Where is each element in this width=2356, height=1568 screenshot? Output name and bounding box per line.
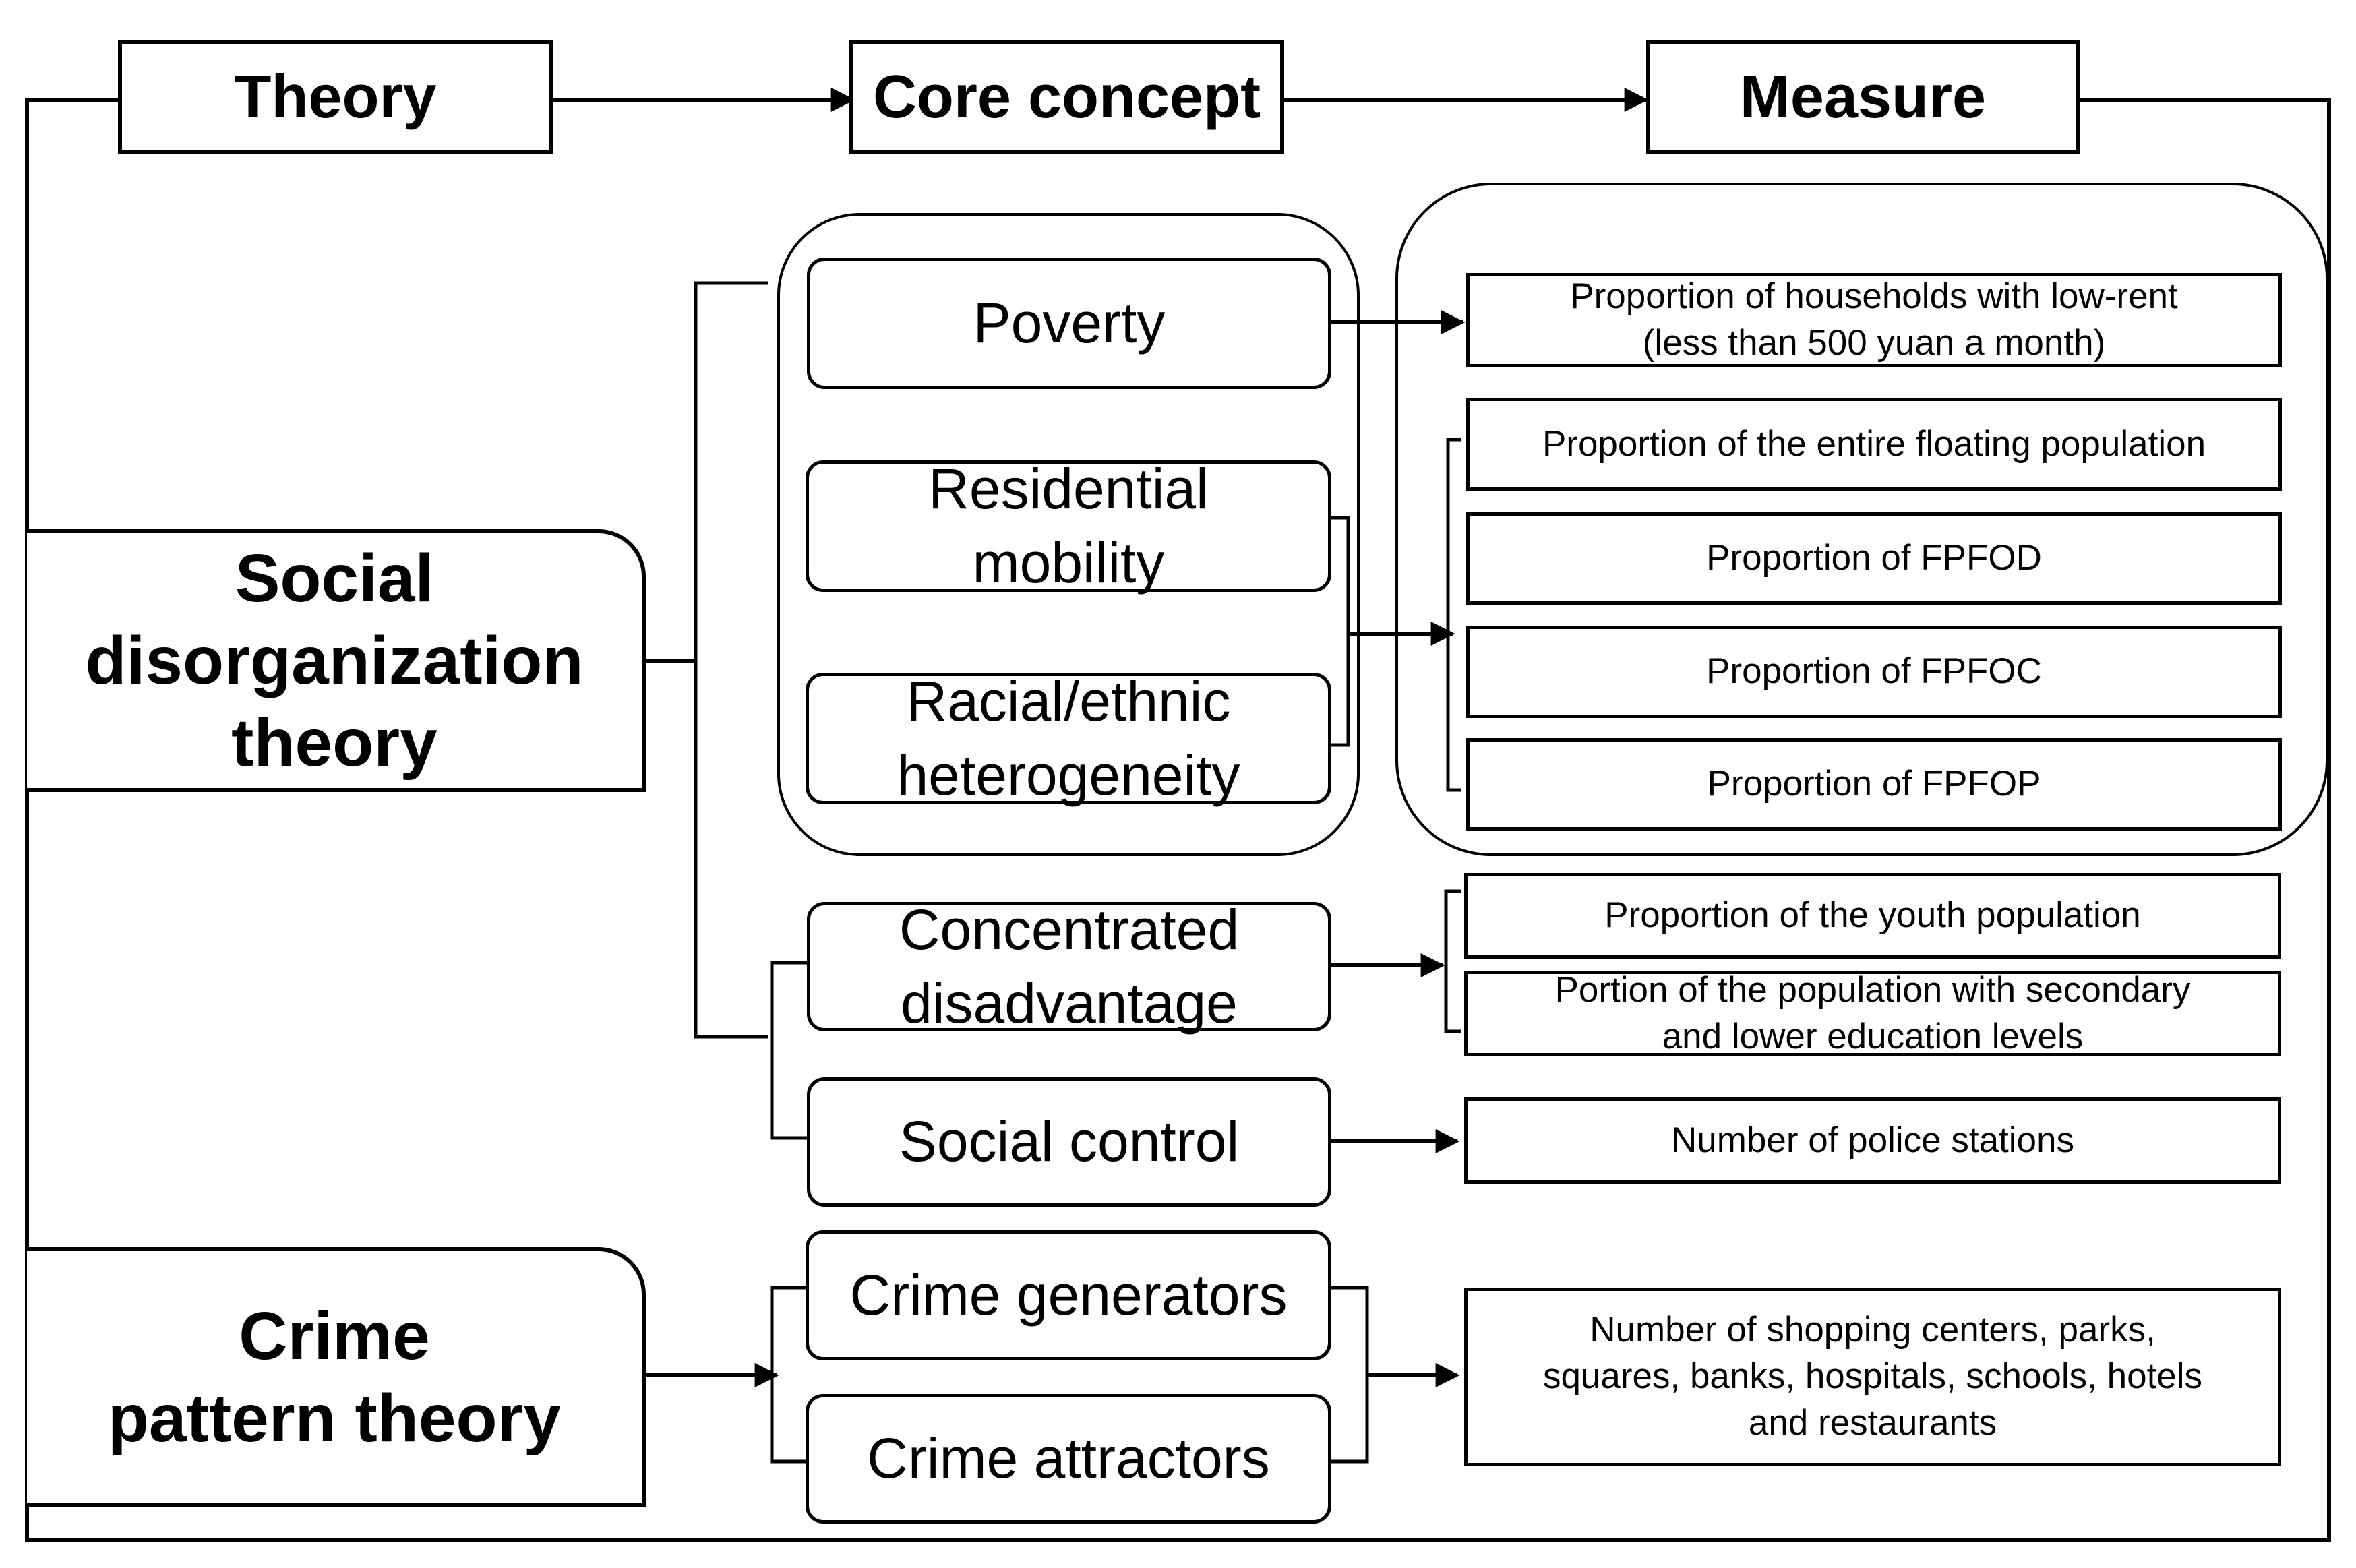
header-measure: Measure bbox=[1646, 40, 2080, 154]
measure-police: Number of police stations bbox=[1464, 1097, 2281, 1184]
crime-left-bracket bbox=[770, 1286, 806, 1464]
header-core-concept: Core concept bbox=[849, 40, 1284, 154]
concept-poverty: Poverty bbox=[807, 258, 1331, 389]
concept-social-control: Social control bbox=[807, 1077, 1331, 1207]
header-theory: Theory bbox=[118, 40, 553, 154]
concept-heterogeneity: Racial/ethnic heterogeneity bbox=[806, 669, 1331, 807]
measure-low-rent: Proportion of households with low-rent (… bbox=[1466, 273, 2282, 367]
measure-group-outline bbox=[1395, 183, 2328, 856]
concept-social-control-label: Social control bbox=[899, 1110, 1240, 1174]
measure-floating-population: Proportion of the entire floating popula… bbox=[1466, 398, 2282, 491]
concept-crime-generators-label: Crime generators bbox=[849, 1263, 1288, 1327]
concept-heterogeneity-label: Racial/ethnic heterogeneity bbox=[897, 669, 1240, 807]
header-core-concept-label: Core concept bbox=[872, 63, 1261, 131]
sd-bracket bbox=[694, 281, 768, 1039]
measure-fpfop-label: Proportion of FPFOP bbox=[1707, 764, 2041, 804]
measure-youth: Proportion of the youth population bbox=[1464, 873, 2281, 959]
concept-concentrated-disadvantage: Concentrated disadvantage bbox=[807, 898, 1331, 1035]
measure-fpfoc: Proportion of FPFOC bbox=[1466, 626, 2282, 718]
header-theory-label: Theory bbox=[234, 63, 437, 131]
theory-crime-pattern-label: Crime pattern theory bbox=[107, 1298, 562, 1456]
concept-crime-attractors-label: Crime attractors bbox=[867, 1426, 1270, 1490]
cd-bracket bbox=[770, 961, 807, 1140]
concept-group-outline bbox=[777, 213, 1360, 856]
outer-frame bbox=[25, 98, 2331, 1542]
measure-police-label: Number of police stations bbox=[1670, 1120, 2074, 1160]
concept-crime-attractors: Crime attractors bbox=[806, 1394, 1331, 1524]
measure-floating-population-label: Proportion of the entire floating popula… bbox=[1542, 423, 2206, 464]
header-measure-label: Measure bbox=[1739, 63, 1987, 131]
concept-residential-mobility: Residential mobility bbox=[806, 457, 1331, 595]
concept-concentrated-disadvantage-label: Concentrated disadvantage bbox=[899, 897, 1240, 1035]
theory-crime-pattern: Crime pattern theory bbox=[27, 1247, 646, 1507]
mobility-bracket bbox=[1331, 516, 1350, 747]
theory-social-disorganization: Social disorganization theory bbox=[27, 529, 646, 792]
measure-facilities: Number of shopping centers, parks, squar… bbox=[1464, 1288, 2281, 1466]
measure-fpfop: Proportion of FPFOP bbox=[1466, 738, 2282, 831]
measure-low-rent-label: Proportion of households with low-rent (… bbox=[1570, 276, 2178, 363]
measure-education: Portion of the population with secondary… bbox=[1464, 970, 2281, 1056]
concept-residential-mobility-label: Residential mobility bbox=[928, 457, 1209, 595]
measure-fpfod: Proportion of FPFOD bbox=[1466, 512, 2282, 605]
concept-crime-generators: Crime generators bbox=[806, 1230, 1331, 1360]
crime-right-bracket bbox=[1331, 1286, 1369, 1464]
concept-poverty-label: Poverty bbox=[973, 291, 1166, 355]
measure-fpfoc-label: Proportion of FPFOC bbox=[1706, 651, 2042, 692]
measure-facilities-label: Number of shopping centers, parks, squar… bbox=[1542, 1310, 2203, 1443]
disadvantage-measure-bracket bbox=[1444, 889, 1461, 1033]
floating-measure-bracket bbox=[1446, 438, 1461, 792]
measure-fpfod-label: Proportion of FPFOD bbox=[1706, 538, 2042, 578]
measure-youth-label: Proportion of the youth population bbox=[1604, 895, 2141, 936]
theory-social-disorganization-label: Social disorganization theory bbox=[85, 541, 584, 781]
measure-education-label: Portion of the population with secondary… bbox=[1554, 969, 2191, 1056]
